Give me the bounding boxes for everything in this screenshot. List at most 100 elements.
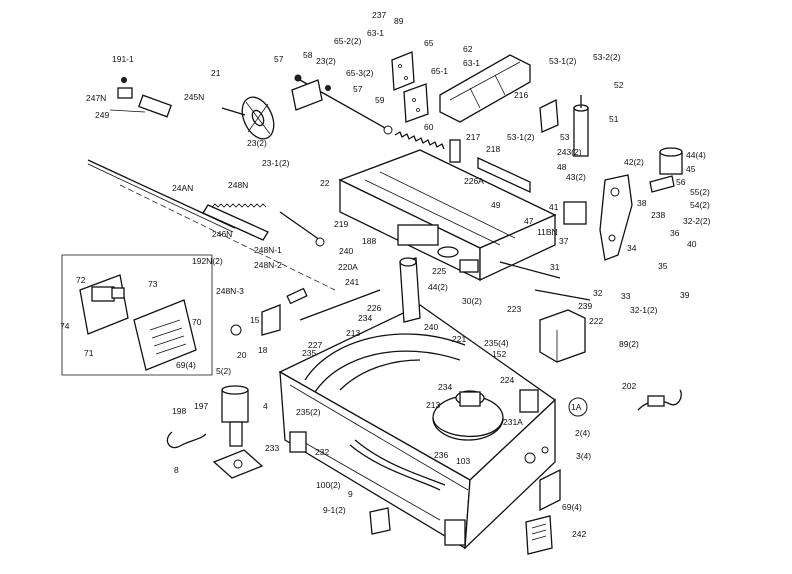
part-label: 59	[375, 95, 385, 105]
part-label: 248N	[228, 180, 248, 190]
motor-45	[659, 147, 683, 175]
part-label: 65-2(2)	[334, 36, 362, 46]
part-label: 57	[274, 54, 284, 64]
part-label: 32-2(2)	[683, 216, 711, 226]
coolant-pump-4	[221, 385, 249, 447]
part-label: 235(2)	[296, 407, 321, 417]
part-label: 53-2(2)	[593, 52, 621, 62]
part-label: 236	[434, 450, 448, 460]
part-label: 72	[76, 275, 86, 285]
part-label: 63-1	[463, 58, 480, 68]
part-label: 248N-3	[216, 286, 244, 296]
part-label: 4	[263, 401, 268, 411]
shaft-241	[299, 289, 381, 321]
part-label: 103	[456, 456, 470, 466]
part-label: 11BN	[537, 227, 558, 237]
part-label: 243(2)	[557, 147, 582, 157]
part-label: 69(4)	[562, 502, 582, 512]
part-label: 191-1	[112, 54, 134, 64]
part-label: 3(4)	[576, 451, 591, 461]
cylinder-51	[573, 95, 589, 157]
part-label: 40	[687, 239, 697, 249]
saw-bed	[338, 149, 557, 282]
part-label: 240	[424, 322, 438, 332]
part-label: 8	[174, 465, 179, 475]
rack-248N	[202, 203, 269, 241]
part-label: 62	[463, 44, 473, 54]
part-label: 20	[237, 350, 247, 360]
part-label: 226A	[464, 176, 484, 186]
part-label: 225	[432, 266, 446, 276]
part-label: 74	[60, 321, 70, 331]
part-label: 65-1	[431, 66, 448, 76]
part-label: 9-1(2)	[323, 505, 346, 515]
part-label: 34	[627, 243, 637, 253]
part-label: 30(2)	[462, 296, 482, 306]
part-label: 58	[303, 50, 313, 60]
part-label: 53-1(2)	[507, 132, 535, 142]
handwheel-21	[221, 96, 275, 140]
part-label: 47	[524, 216, 534, 226]
part-label: 222	[589, 316, 603, 326]
part-label: 219	[334, 219, 348, 229]
part-label: 53	[560, 132, 570, 142]
curved-bar-232	[349, 439, 446, 491]
part-label: 57	[353, 84, 363, 94]
electrical-inset	[61, 254, 213, 376]
part-label: 237	[372, 10, 386, 20]
part-label: 89(2)	[619, 339, 639, 349]
part-label: 248N-1	[254, 245, 282, 255]
part-label: 9	[348, 489, 353, 499]
part-label: 231A	[503, 417, 523, 427]
table-arc-226	[304, 333, 466, 393]
part-label: 44(2)	[428, 282, 448, 292]
part-label: 63-1	[367, 28, 384, 38]
part-label: 49	[491, 200, 501, 210]
part-label: 21	[211, 68, 221, 78]
part-label: 31	[550, 262, 560, 272]
part-label: 23-1(2)	[262, 158, 290, 168]
part-label: 23(2)	[316, 56, 336, 66]
part-label: 152	[492, 349, 506, 359]
part-label: 240	[339, 246, 353, 256]
part-label: 245N	[184, 92, 204, 102]
part-label: 36	[670, 228, 680, 238]
part-label: 227	[308, 340, 322, 350]
part-label: 70	[192, 317, 202, 327]
part-label: 45	[686, 164, 696, 174]
angle-218	[477, 156, 531, 194]
bracket-222	[539, 309, 586, 363]
part-label: 5(2)	[216, 366, 231, 376]
callout-1A	[568, 397, 588, 417]
part-label: 65	[424, 38, 434, 48]
part-label: 224	[500, 375, 514, 385]
bracket-58	[291, 74, 331, 111]
part-label: 226	[367, 303, 381, 313]
part-label: 89	[394, 16, 404, 26]
lever-15	[230, 304, 281, 336]
part-label: 241	[345, 277, 359, 287]
electrical-panel-70	[133, 299, 197, 371]
part-label: 41	[549, 202, 559, 212]
part-label: 71	[84, 348, 94, 358]
part-label: 38	[637, 198, 647, 208]
part-label: 32-1(2)	[630, 305, 658, 315]
part-label: 42(2)	[624, 157, 644, 167]
part-label: 48	[557, 162, 567, 172]
part-label: 51	[609, 114, 619, 124]
arm-41	[599, 174, 633, 261]
spring-60	[394, 131, 445, 150]
bracket-245N	[109, 77, 172, 118]
shaft-32	[534, 289, 591, 301]
part-label: 37	[559, 236, 569, 246]
part-label: 198	[172, 406, 186, 416]
part-label: 216	[514, 90, 528, 100]
part-label: 53-1(2)	[549, 56, 577, 66]
rotary-table-231A	[432, 390, 504, 441]
cable-202	[637, 389, 682, 411]
part-label: 218	[486, 144, 500, 154]
part-label: 220A	[338, 262, 358, 272]
part-label: 54(2)	[690, 200, 710, 210]
